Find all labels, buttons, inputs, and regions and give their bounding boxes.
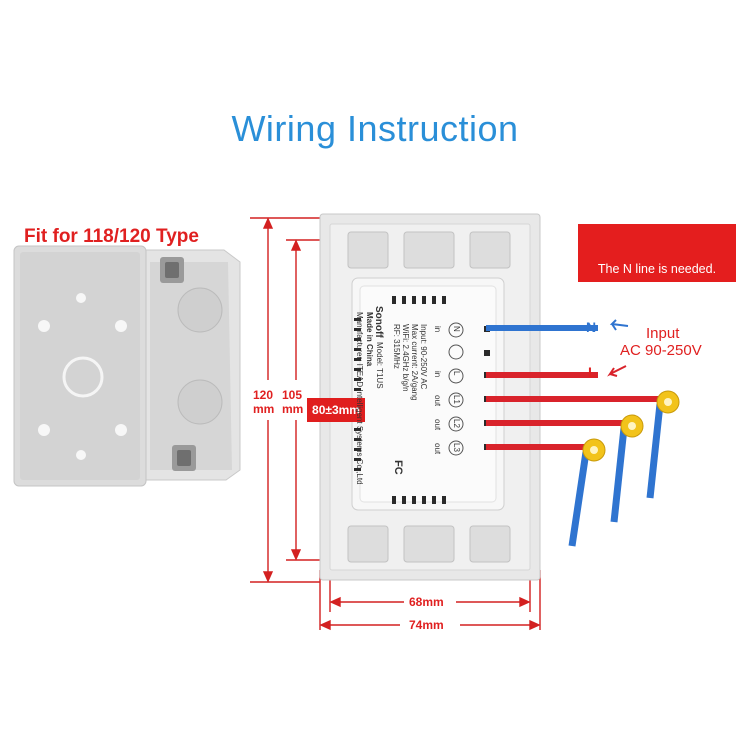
module-made-in: Made in China — [365, 312, 374, 367]
terminal-l1: L1 — [452, 395, 461, 404]
terminal-n-direction: in — [433, 326, 442, 333]
terminal-l-direction: in — [433, 371, 442, 378]
module-max-current: Max current: 2A/gang — [410, 324, 419, 401]
switch-plate — [319, 213, 541, 581]
module-model: Model: T1US — [375, 342, 384, 389]
page-title: Wiring Instruction — [231, 108, 519, 149]
module-rf: RF: 315MHz — [392, 324, 401, 369]
inner-height-value: 105 — [282, 388, 303, 402]
neutral-arrow-icon — [609, 319, 629, 331]
inner-width-label: 68mm — [409, 595, 444, 609]
terminal-n: N — [452, 326, 461, 332]
warning-text: The N line is needed. — [597, 262, 717, 276]
terminal-l2-direction: out — [433, 419, 442, 431]
hole-spacing-label: 80±3mm — [307, 398, 365, 422]
wires — [486, 319, 680, 547]
terminal-l1-direction: out — [433, 395, 442, 407]
outer-height-unit: mm — [253, 402, 275, 416]
module-manufacturer: Manufacturer: ITEAD Intelligent Systems … — [355, 312, 364, 485]
module-input: Input: 90-250V AC — [419, 324, 428, 390]
terminal-l2: L2 — [452, 419, 461, 428]
module-brand: Sonoff — [373, 306, 384, 338]
inner-height-unit: mm — [282, 402, 304, 416]
neutral-label: N — [586, 319, 597, 335]
outer-height-value: 120 — [253, 388, 274, 402]
terminal-l: L — [452, 371, 461, 376]
terminal-l3: L3 — [452, 443, 461, 452]
live-label: L — [588, 364, 597, 380]
module-wifi: WiFi: 2.4GHz b/g/n — [401, 324, 410, 392]
terminal-l3-direction: out — [433, 443, 442, 455]
outer-width-label: 74mm — [409, 618, 444, 632]
module-fcc-mark: FC — [392, 460, 404, 475]
warning-banner: The N line is needed. — [578, 224, 736, 282]
input-voltage-label: AC 90-250V — [620, 342, 702, 359]
input-label: Input — [646, 325, 680, 342]
live-arrow-icon — [607, 365, 627, 377]
box-type-label: Fit for 118/120 Type — [24, 226, 199, 247]
mounting-box — [13, 245, 241, 487]
